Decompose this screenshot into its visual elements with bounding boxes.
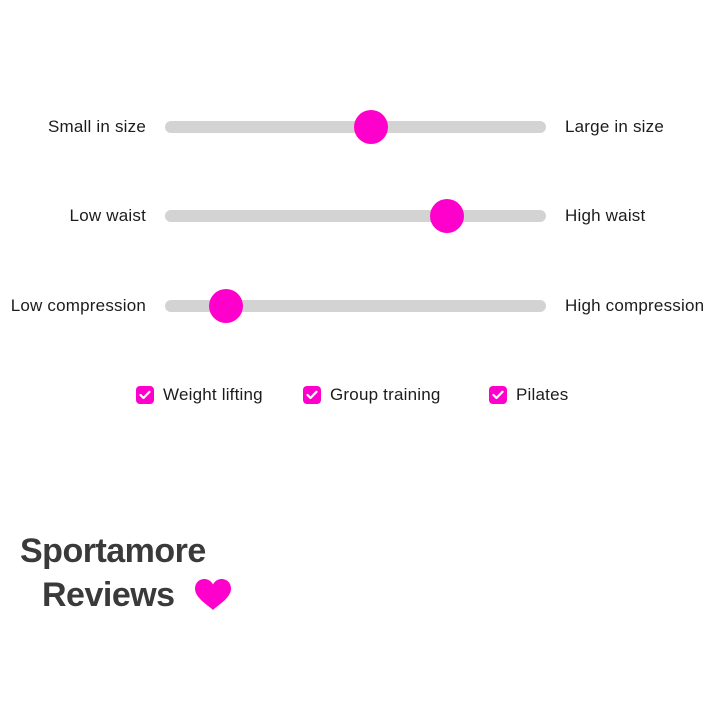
checkbox-pilates[interactable]: Pilates xyxy=(489,380,568,410)
sportamore-reviews-logo: Sportamore Reviews xyxy=(18,532,248,622)
slider-waist-min-label: Low waist xyxy=(69,206,146,225)
checkbox-checked-icon[interactable] xyxy=(489,386,507,404)
slider-waist-thumb[interactable] xyxy=(429,199,464,233)
checkbox-group-training-label: Group training xyxy=(330,385,441,404)
slider-waist-track[interactable] xyxy=(165,210,546,222)
slider-compression: Low compression High compression xyxy=(0,286,720,326)
checkbox-checked-icon[interactable] xyxy=(303,386,321,404)
slider-size: Small in size Large in size xyxy=(0,107,720,147)
checkbox-weight-lifting-label: Weight lifting xyxy=(163,385,263,404)
slider-waist-max-label: High waist xyxy=(565,206,646,225)
checkbox-pilates-label: Pilates xyxy=(516,385,569,404)
slider-waist: Low waist High waist xyxy=(0,196,720,236)
checkbox-checked-icon[interactable] xyxy=(136,386,154,404)
slider-compression-max-label: High compression xyxy=(565,296,705,315)
activity-checkboxes: Weight lifting Group training Pilates xyxy=(0,380,720,410)
heart-icon xyxy=(194,578,232,617)
slider-compression-track[interactable] xyxy=(165,300,546,312)
slider-size-thumb[interactable] xyxy=(353,110,388,144)
logo-text-reviews: Reviews xyxy=(42,576,175,614)
slider-size-max-label: Large in size xyxy=(565,117,664,136)
logo-text-sportamore: Sportamore xyxy=(20,532,206,570)
slider-compression-min-label: Low compression xyxy=(10,296,146,315)
checkbox-weight-lifting[interactable]: Weight lifting xyxy=(136,380,263,410)
slider-size-min-label: Small in size xyxy=(47,117,146,136)
slider-compression-thumb[interactable] xyxy=(208,289,243,323)
checkbox-group-training[interactable]: Group training xyxy=(303,380,441,410)
